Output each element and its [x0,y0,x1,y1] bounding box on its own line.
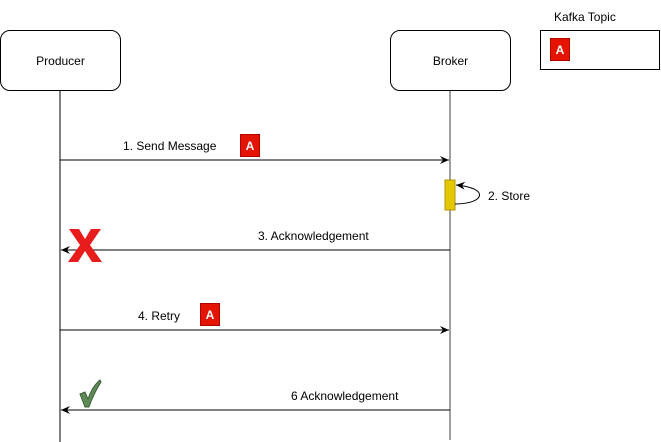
send-message-badge: A [240,134,260,157]
store-label: 2. Store [488,189,531,203]
retry-label: 4. Retry [138,309,181,323]
broker-participant[interactable]: Broker [390,30,511,91]
legend-title: Kafka Topic [554,10,616,24]
producer-label: Producer [36,53,85,68]
topic-message-badge: A [550,38,570,61]
acknowledgement-label-6: 6 Acknowledgement [291,389,399,403]
failure-x-icon [68,229,102,262]
acknowledgement-label-3: 3. Acknowledgement [258,229,369,243]
broker-label: Broker [432,53,469,68]
send-message-label: 1. Send Message [123,139,217,153]
success-check-icon [79,379,102,408]
activation-bar [444,179,456,211]
retry-badge: A [200,303,220,326]
producer-participant[interactable]: Producer [0,30,121,91]
store-loop-arrow [454,181,480,205]
